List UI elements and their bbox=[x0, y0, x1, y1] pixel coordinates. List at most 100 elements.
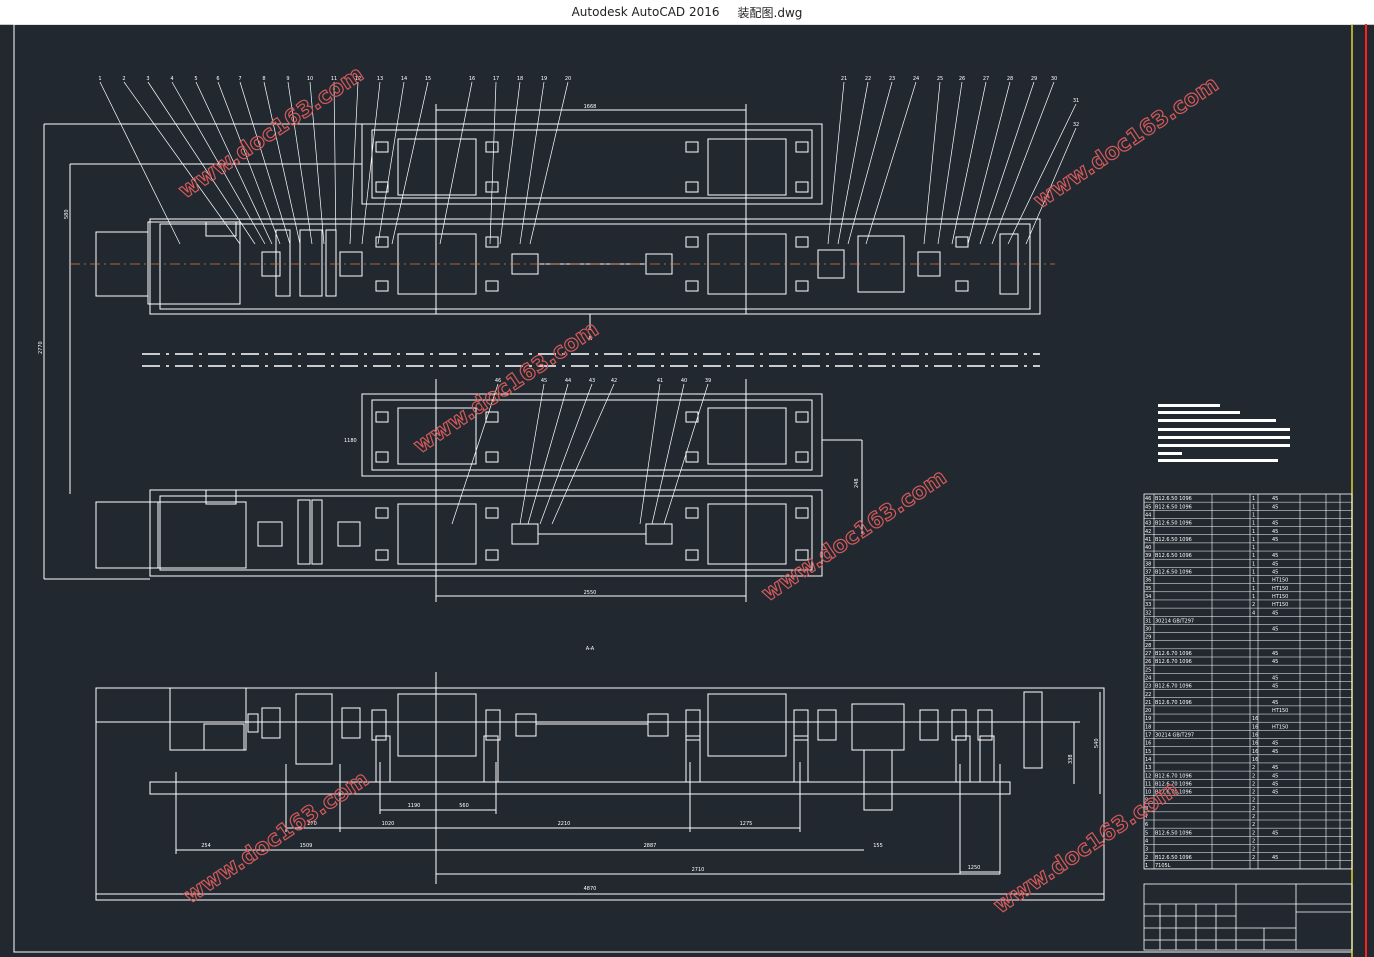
leader-line-27 bbox=[951, 81, 987, 245]
leader-line-14 bbox=[377, 81, 405, 245]
bom-cell-spec: 30214 GB/T297 bbox=[1155, 733, 1194, 739]
mid-leader-label-42: 42 bbox=[611, 378, 617, 384]
top-view bbox=[43, 104, 1041, 579]
bom-cell-no: 22 bbox=[1145, 692, 1151, 698]
leader-label-3: 3 bbox=[146, 76, 149, 82]
bom-cell-qty: 16 bbox=[1252, 757, 1258, 763]
leader-label-17: 17 bbox=[493, 76, 499, 82]
leader-line-23 bbox=[847, 81, 893, 245]
leader-line-3 bbox=[147, 81, 256, 245]
bom-cell-qty: 2 bbox=[1252, 814, 1255, 820]
mid-leader-label-44: 44 bbox=[565, 378, 571, 384]
dim-bottom-c: 1509 bbox=[300, 843, 313, 849]
leader-label-19: 19 bbox=[541, 76, 547, 82]
bom-cell-qty: 16 bbox=[1252, 733, 1258, 739]
bom-cell-no: 9 bbox=[1145, 798, 1148, 804]
bom-cell-no: 45 bbox=[1145, 504, 1151, 510]
bom-cell-qty: 1 bbox=[1252, 504, 1255, 510]
leader-label-28: 28 bbox=[1007, 76, 1013, 82]
top-bearings bbox=[261, 141, 969, 292]
bom-cell-spec: B12.6.70 1096 bbox=[1155, 684, 1192, 690]
watermark-text-6: www.doc163.com bbox=[989, 777, 1183, 919]
bom-cell-spec: B12.6.70 1096 bbox=[1155, 781, 1192, 787]
leader-line-4 bbox=[171, 81, 266, 245]
mid-leader-line-44 bbox=[527, 383, 569, 525]
bom-cell-no: 21 bbox=[1145, 700, 1151, 706]
middle-bearings bbox=[257, 411, 809, 561]
bom-cell-no: 38 bbox=[1145, 561, 1151, 567]
leader-label-16: 16 bbox=[469, 76, 475, 82]
bom-cell-material: 45 bbox=[1272, 700, 1278, 706]
section-label: A-A bbox=[586, 646, 595, 652]
bom-cell-spec: B12.6.70 1096 bbox=[1155, 790, 1192, 796]
mid-leader-line-42 bbox=[551, 383, 615, 525]
bom-cell-no: 46 bbox=[1145, 496, 1151, 502]
leader-line-17 bbox=[489, 81, 497, 245]
leader-label-7: 7 bbox=[238, 76, 241, 82]
dim-bottom-e: 155 bbox=[873, 843, 883, 849]
bom-cell-qty: 4 bbox=[1252, 610, 1255, 616]
mid-leader-line-40 bbox=[651, 383, 685, 525]
dim-middle-right: 248 bbox=[854, 478, 860, 488]
watermark-text-3: www.doc163.com bbox=[409, 317, 603, 459]
middle-view bbox=[44, 379, 863, 602]
bom-cell-material: 45 bbox=[1272, 765, 1278, 771]
bom-cell-material: HT150 bbox=[1272, 586, 1288, 592]
bom-cell-material: HT150 bbox=[1272, 602, 1288, 608]
leader-label-8: 8 bbox=[262, 76, 265, 82]
bom-cell-spec: B12.6.70 1096 bbox=[1155, 659, 1192, 665]
bottom-view bbox=[95, 672, 1105, 901]
dim-middle-span: 2550 bbox=[584, 590, 597, 596]
bom-cell-spec: B12.6.50 1096 bbox=[1155, 830, 1192, 836]
leader-label-30: 30 bbox=[1051, 76, 1057, 82]
dim-height-right2: 338 bbox=[1068, 754, 1074, 764]
bom-cell-no: 23 bbox=[1145, 684, 1151, 690]
mid-leader-label-45: 45 bbox=[541, 378, 547, 384]
bom-cell-material: HT150 bbox=[1272, 578, 1288, 584]
dim-height-right: 540 bbox=[1094, 738, 1100, 748]
leader-label-2: 2 bbox=[122, 76, 125, 82]
bom-cell-qty: 2 bbox=[1252, 602, 1255, 608]
app-title: Autodesk AutoCAD 2016 bbox=[571, 5, 720, 19]
leader-line-19 bbox=[519, 81, 545, 245]
bom-cell-spec: 30214 GB/T297 bbox=[1155, 618, 1194, 624]
bom-cell-no: 16 bbox=[1145, 741, 1151, 747]
bom-cell-material: 45 bbox=[1272, 496, 1278, 502]
bom-cell-no: 37 bbox=[1145, 570, 1151, 576]
bom-cell-material: 45 bbox=[1272, 529, 1278, 535]
bom-cell-qty: 2 bbox=[1252, 790, 1255, 796]
bom-cell-no: 20 bbox=[1145, 708, 1151, 714]
bom-cell-material: 45 bbox=[1272, 684, 1278, 690]
leader-label-25: 25 bbox=[937, 76, 943, 82]
bom-cell-no: 31 bbox=[1145, 618, 1151, 624]
watermark-text-5: www.doc163.com bbox=[179, 767, 373, 909]
bom-cell-material: HT150 bbox=[1272, 594, 1288, 600]
mid-leader-label-43: 43 bbox=[589, 378, 595, 384]
bom-cell-qty: 1 bbox=[1252, 561, 1255, 567]
bom-cell-no: 7 bbox=[1145, 814, 1148, 820]
bom-cell-spec: B12.6.50 1096 bbox=[1155, 496, 1192, 502]
bom-cell-no: 36 bbox=[1145, 578, 1151, 584]
bom-cell-qty: 2 bbox=[1252, 847, 1255, 853]
leader-line-29 bbox=[979, 81, 1035, 245]
mid-leader-line-46 bbox=[451, 383, 499, 525]
bom-cell-material: 45 bbox=[1272, 553, 1278, 559]
window-title-bar: Autodesk AutoCAD 2016 装配图.dwg bbox=[0, 0, 1374, 25]
bom-cell-no: 10 bbox=[1145, 790, 1151, 796]
bom-cell-material: HT150 bbox=[1272, 708, 1288, 714]
bom-cell-no: 44 bbox=[1145, 512, 1151, 518]
bom-cell-no: 33 bbox=[1145, 602, 1151, 608]
bom-cell-qty: 2 bbox=[1252, 830, 1255, 836]
bom-cell-no: 30 bbox=[1145, 627, 1151, 633]
bom-cell-no: 6 bbox=[1145, 822, 1148, 828]
leader-line-8 bbox=[263, 81, 301, 245]
mid-leader-line-39 bbox=[663, 383, 709, 525]
leader-label-12: 12 bbox=[355, 76, 361, 82]
bom-cell-material: 45 bbox=[1272, 651, 1278, 657]
bom-cell-spec: B12.6.70 1096 bbox=[1155, 773, 1192, 779]
